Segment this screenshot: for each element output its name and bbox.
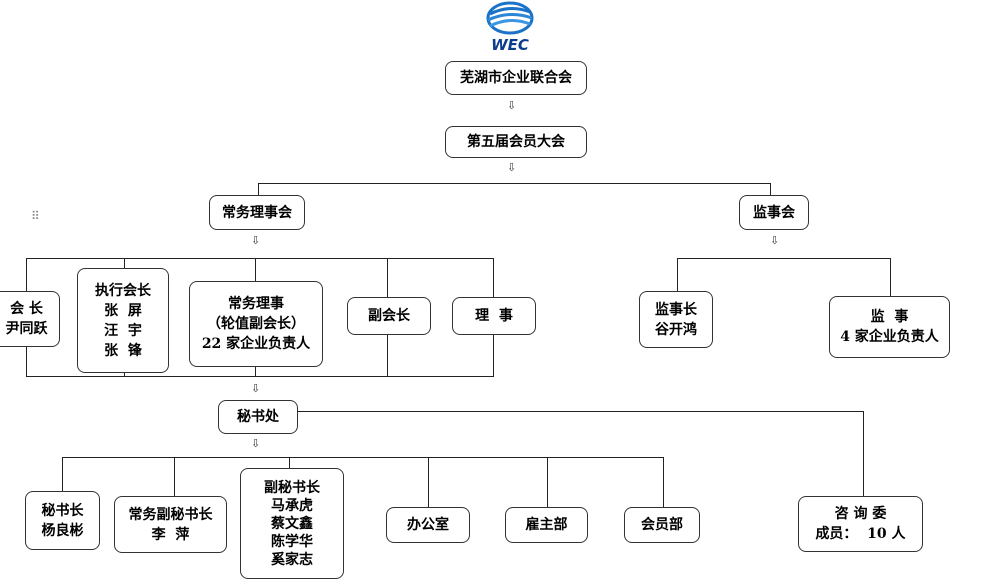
node-secretariat[interactable]: 秘书处 bbox=[218, 400, 298, 434]
node-line: 张 屏 bbox=[104, 302, 142, 319]
node-advisory-committee[interactable]: 咨 询 委 成员： 10 人 bbox=[798, 496, 923, 552]
node-president[interactable]: 会 长 尹同跃 bbox=[0, 291, 60, 347]
arrow-down-icon: ⇩ bbox=[507, 161, 517, 174]
arrow-down-icon: ⇩ bbox=[251, 234, 261, 247]
node-line: 22 家企业负责人 bbox=[201, 336, 311, 352]
node-standing-directors[interactable]: 常务理事 （轮值副会长） 22 家企业负责人 bbox=[189, 281, 323, 367]
arrow-down-icon: ⇩ bbox=[251, 437, 261, 450]
node-line: 汪 宇 bbox=[104, 322, 142, 339]
node-line: 蔡文鑫 bbox=[271, 515, 313, 532]
arrow-down-icon: ⇩ bbox=[251, 382, 261, 395]
node-line: 芜湖市企业联合会 bbox=[460, 70, 572, 86]
wec-logo bbox=[486, 1, 534, 35]
node-line: （轮值副会长） bbox=[207, 316, 305, 332]
node-line: 会员部 bbox=[641, 517, 683, 533]
node-line: 陈学华 bbox=[271, 533, 313, 550]
drag-handle-icon[interactable]: ⠿ bbox=[31, 209, 40, 223]
node-member-dept[interactable]: 会员部 bbox=[624, 507, 700, 543]
node-office[interactable]: 办公室 bbox=[386, 507, 470, 543]
node-line: 副会长 bbox=[368, 308, 410, 324]
node-line: 办公室 bbox=[407, 517, 449, 533]
node-line: 杨良彬 bbox=[41, 522, 84, 539]
arrow-down-icon: ⇩ bbox=[770, 234, 780, 247]
node-line: 执行会长 bbox=[95, 282, 151, 299]
node-exec-deputy-sg[interactable]: 常务副秘书长 李 萍 bbox=[114, 496, 227, 553]
node-standing-council[interactable]: 常务理事会 bbox=[209, 195, 305, 230]
node-federation[interactable]: 芜湖市企业联合会 bbox=[445, 61, 587, 95]
node-deputy-sg[interactable]: 副秘书长 马承虎 蔡文鑫 陈学华 奚家志 bbox=[240, 468, 344, 579]
arrow-down-icon: ⇩ bbox=[507, 99, 517, 112]
node-line: 监 事 bbox=[870, 309, 909, 325]
node-line: 李 萍 bbox=[151, 526, 190, 543]
node-line: 副秘书长 bbox=[264, 479, 320, 496]
node-congress[interactable]: 第五届会员大会 bbox=[445, 126, 587, 158]
node-line: 尹同跃 bbox=[5, 321, 48, 337]
node-supervisory-board[interactable]: 监事会 bbox=[739, 195, 809, 230]
node-executive-presidents[interactable]: 执行会长 张 屏 汪 宇 张 锋 bbox=[77, 268, 169, 373]
node-line: 常务理事会 bbox=[222, 204, 292, 221]
node-line: 第五届会员大会 bbox=[467, 134, 565, 150]
node-line: 成员： 10 人 bbox=[815, 526, 906, 542]
node-line: 张 锋 bbox=[104, 342, 142, 359]
node-line: 咨 询 委 bbox=[834, 506, 887, 522]
node-line: 理 事 bbox=[475, 308, 513, 324]
node-line: 雇主部 bbox=[525, 517, 568, 533]
node-secretary-general[interactable]: 秘书长 杨良彬 bbox=[25, 491, 100, 550]
node-line: 马承虎 bbox=[271, 497, 313, 514]
node-line: 秘书长 bbox=[41, 502, 84, 519]
node-line: 监事长 bbox=[655, 301, 697, 318]
node-line: 4 家企业负责人 bbox=[840, 329, 939, 345]
node-line: 秘书处 bbox=[237, 409, 279, 425]
node-line: 会 长 bbox=[10, 301, 43, 317]
node-director[interactable]: 理 事 bbox=[452, 297, 536, 335]
node-employer-dept[interactable]: 雇主部 bbox=[505, 507, 588, 543]
logo-text: WEC bbox=[491, 36, 529, 54]
node-line: 监事会 bbox=[753, 204, 795, 221]
node-line: 常务副秘书长 bbox=[128, 506, 213, 523]
node-line: 常务理事 bbox=[228, 296, 284, 312]
node-line: 谷开鸿 bbox=[655, 321, 697, 338]
node-chief-supervisor[interactable]: 监事长 谷开鸿 bbox=[639, 291, 713, 348]
node-vice-president[interactable]: 副会长 bbox=[347, 297, 431, 335]
node-line: 奚家志 bbox=[271, 551, 313, 568]
node-supervisors[interactable]: 监 事 4 家企业负责人 bbox=[829, 296, 950, 358]
